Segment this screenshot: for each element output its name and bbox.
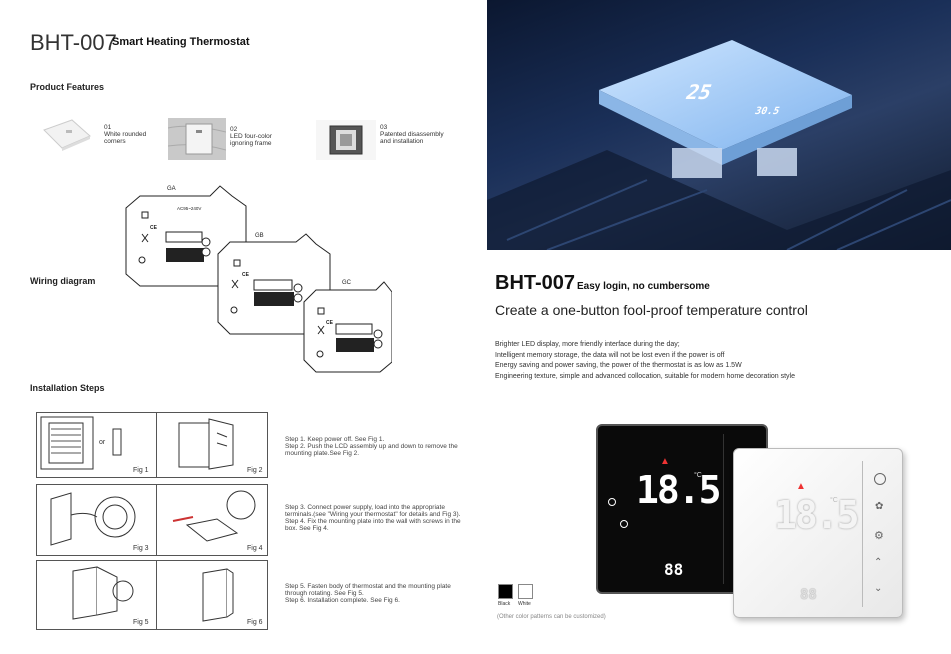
bullet-3: Energy saving and power saving, the powe… [495, 362, 742, 369]
black-thermostat-divider [723, 434, 724, 584]
black-flame-icon: ▲ [660, 456, 670, 467]
black-display-unit: °C [694, 472, 702, 479]
color-customization-note: (Other color patterns can be customized) [497, 614, 606, 620]
bullet-1: Brighter LED display, more friendly inte… [495, 341, 680, 348]
product-model: BHT-007 [495, 272, 576, 294]
hero-display-small: 30.5 [752, 106, 782, 117]
wiring-gc-ce: CE [326, 320, 333, 326]
install-fig-2: Fig 2 [156, 412, 268, 478]
fig-2-label: Fig 2 [247, 467, 263, 474]
fig-1-illustration [40, 416, 122, 470]
black-mode-icon [608, 498, 616, 506]
wiring-heading: Wiring diagram [30, 276, 96, 286]
feature-3-image [316, 120, 376, 160]
white-thermostat-divider [862, 461, 863, 607]
fig-6-illustration [202, 568, 234, 622]
install-fig-4: Fig 4 [156, 484, 268, 556]
color-swatch-white[interactable] [518, 584, 533, 599]
chevron-down-icon[interactable]: ⌄ [874, 583, 883, 594]
bullet-2: Intelligent memory storage, the data wil… [495, 351, 725, 359]
fig-3-illustration [50, 492, 136, 546]
feature-item-2 [167, 118, 227, 165]
steps-1-2: Step 1. Keep power off. See Fig 1. Step … [285, 436, 465, 457]
document-title-model: BHT-007 [30, 30, 117, 55]
features-heading: Product Features [30, 82, 105, 92]
gear-icon[interactable]: ⚙ [874, 530, 884, 542]
wiring-panel-gb-label: GB [255, 233, 264, 239]
leaf-icon[interactable]: ✿ [875, 501, 884, 512]
step-2: Step 2. Push the LCD assembly up and dow… [285, 443, 458, 457]
wiring-diagram [125, 185, 392, 373]
fig-6-label: Fig 6 [247, 619, 263, 626]
white-thermostat: ✿ ⚙ ⌃ ⌄ ▲ 18.5 °C 88 [733, 448, 903, 618]
chevron-up-icon[interactable]: ⌃ [874, 557, 883, 568]
white-display-temp: 18.5 [774, 493, 860, 537]
white-display-small: 88 [800, 587, 817, 603]
color-label-white: White [518, 601, 531, 607]
black-display-temp: 18.5 [636, 468, 722, 512]
fig-1-or: or [99, 439, 106, 446]
fig-5-illustration [72, 566, 134, 620]
black-display-small: 88 [664, 560, 684, 579]
installation-heading: Installation Steps [30, 383, 105, 393]
fig-1-label: Fig 1 [133, 467, 149, 474]
step-3: Step 3. Connect power supply, load into … [285, 504, 461, 518]
wiring-ga-voltage: AC95~240V [177, 206, 202, 211]
wiring-panel-ga [125, 185, 247, 287]
white-flame-icon: ▲ [796, 481, 806, 492]
hero-product-image: 25 30.5 [487, 0, 951, 250]
fig-2-illustration [178, 418, 234, 470]
install-fig-1: or Fig 1 [36, 412, 158, 478]
wiring-gb-ce: CE [242, 272, 249, 278]
wiring-panel-gc [303, 281, 392, 373]
wiring-panel-ga-label: GA [167, 186, 176, 192]
steps-5-6: Step 5. Fasten body of thermostat and th… [285, 583, 465, 604]
color-label-black: Black [498, 601, 511, 607]
power-icon[interactable] [874, 473, 886, 485]
document-title-subtitle: Smart Heating Thermostat [112, 36, 250, 48]
fig-4-illustration [172, 490, 256, 542]
product-headline: Create a one-button fool-proof temperatu… [495, 302, 808, 318]
product-bullets: Brighter LED display, more friendly inte… [495, 340, 795, 382]
color-swatch-black[interactable] [498, 584, 513, 599]
step-1: Step 1. Keep power off. See Fig 1. [285, 436, 385, 443]
feature-2-image [167, 118, 227, 160]
steps-3-4: Step 3. Connect power supply, load into … [285, 504, 465, 532]
install-fig-6: Fig 6 [156, 560, 268, 630]
step-5: Step 5. Fasten body of thermostat and th… [285, 583, 451, 597]
white-display-unit: °C [830, 497, 838, 504]
wiring-panel-gb [217, 233, 331, 335]
fig-5-label: Fig 5 [133, 619, 149, 626]
black-clock-icon [620, 520, 628, 528]
step-4: Step 4. Fix the mounting plate into the … [285, 518, 461, 532]
feature-item-3 [316, 120, 376, 165]
fig-4-label: Fig 4 [247, 545, 263, 552]
install-fig-5: Fig 5 [36, 560, 158, 630]
bullet-4: Engineering texture, simple and advanced… [495, 372, 796, 380]
wiring-ga-ce: CE [150, 225, 157, 231]
step-6: Step 6. Installation complete. See Fig 6… [285, 597, 400, 604]
feature-1-image [43, 119, 91, 151]
wiring-panel-gc-label: GC [342, 280, 351, 286]
product-tagline: Easy login, no cumbersome [577, 281, 710, 292]
fig-3-label: Fig 3 [133, 545, 149, 552]
install-fig-3: Fig 3 [36, 484, 158, 556]
hero-illustration [487, 40, 951, 250]
feature-item-1 [38, 116, 94, 159]
